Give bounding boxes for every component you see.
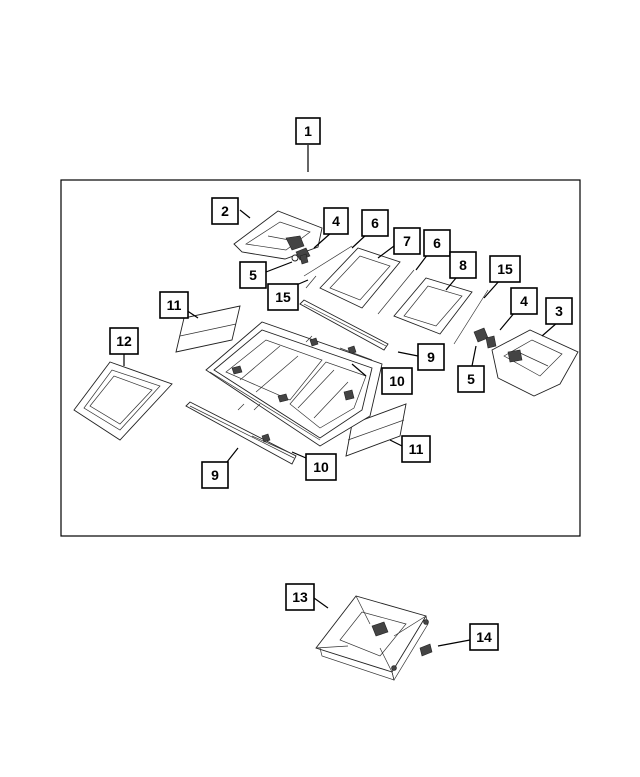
- leader-15b: [483, 279, 501, 299]
- screws: [237, 335, 313, 411]
- callout-5b-label: 5: [467, 371, 475, 387]
- part-15-seal-left: [305, 275, 317, 289]
- part-13-shade-assembly: [315, 595, 429, 681]
- part-6-seal-left: [303, 245, 353, 277]
- leader-10a: [351, 363, 367, 377]
- callout-3: 3: [545, 297, 573, 325]
- leader-10b: [291, 451, 307, 459]
- part-9-rail-top: [299, 299, 389, 351]
- callout-13: 13: [285, 583, 315, 611]
- callout-10a-label: 10: [389, 373, 405, 389]
- leader-9b: [226, 447, 239, 463]
- callout-9a-label: 9: [427, 349, 435, 365]
- callout-1: 1: [295, 117, 321, 145]
- sunroof-frame-assembly: [205, 321, 383, 447]
- callout-3-label: 3: [555, 303, 563, 319]
- callout-15b-label: 15: [497, 261, 513, 277]
- part-11-panel-left: [175, 305, 241, 353]
- part-12-frame-panel: [73, 361, 173, 441]
- callout-15b: 15: [489, 255, 521, 283]
- callout-5a-label: 5: [249, 267, 257, 283]
- callout-1-label: 1: [304, 123, 312, 139]
- leader-7: [377, 245, 395, 259]
- part-11-panel-right: [345, 403, 407, 457]
- callout-8: 8: [449, 251, 477, 279]
- callout-15a-label: 15: [275, 289, 291, 305]
- callout-12-label: 12: [116, 333, 132, 349]
- leader-11b: [389, 439, 403, 447]
- callout-14-label: 14: [476, 629, 492, 645]
- callout-10b-label: 10: [313, 459, 329, 475]
- callout-6a: 6: [361, 209, 389, 237]
- part-10-bracket-bottom: [251, 433, 289, 453]
- part-3-right-cover: [491, 329, 579, 397]
- callout-12: 12: [109, 327, 139, 355]
- callout-4b-label: 4: [520, 293, 528, 309]
- callout-9b: 9: [201, 461, 229, 489]
- assembly-frame: [60, 179, 581, 537]
- callout-4a: 4: [323, 207, 349, 235]
- callout-5b: 5: [457, 365, 485, 393]
- leader-4b: [499, 311, 516, 331]
- leader-13: [313, 597, 329, 609]
- callout-14: 14: [469, 623, 499, 651]
- callout-15a: 15: [267, 283, 299, 311]
- callout-11b-label: 11: [409, 441, 424, 457]
- callout-7-label: 7: [403, 233, 411, 249]
- leader-5a: [265, 261, 293, 273]
- callout-5a: 5: [239, 261, 267, 289]
- callout-8-label: 8: [459, 257, 467, 273]
- callout-9a: 9: [417, 343, 445, 371]
- callout-10b: 10: [305, 453, 337, 481]
- part-8-rear-glass: [393, 277, 473, 335]
- callout-13-label: 13: [292, 589, 308, 605]
- leader-14: [437, 639, 471, 647]
- callout-2: 2: [211, 197, 239, 225]
- part-2-left-cover: [233, 210, 323, 260]
- callout-9b-label: 9: [211, 467, 219, 483]
- leader-8: [445, 277, 457, 291]
- part-9-rail-bottom: [185, 401, 297, 465]
- part-7-front-glass: [319, 247, 401, 309]
- callout-4b: 4: [510, 287, 538, 315]
- leader-5b: [471, 345, 477, 367]
- callout-2-label: 2: [221, 203, 229, 219]
- callout-6a-label: 6: [371, 215, 379, 231]
- callout-6b: 6: [423, 229, 451, 257]
- callout-10a: 10: [381, 367, 413, 395]
- callout-11a: 11: [159, 291, 189, 319]
- part-6-seal-right: [377, 269, 415, 315]
- part-15-seal-right: [453, 289, 489, 345]
- callout-7: 7: [393, 227, 421, 255]
- callout-4a-label: 4: [332, 213, 340, 229]
- callout-11a-label: 11: [167, 297, 182, 313]
- callout-6b-label: 6: [433, 235, 441, 251]
- leader-2: [239, 209, 251, 219]
- leader-9a: [397, 351, 419, 357]
- part-14-clip: [419, 643, 433, 657]
- part-10-bracket-top: [339, 345, 373, 361]
- part-4-5-motor-left: [291, 247, 311, 265]
- part-4-5-motor-right: [473, 327, 497, 349]
- callout-11b: 11: [401, 435, 431, 463]
